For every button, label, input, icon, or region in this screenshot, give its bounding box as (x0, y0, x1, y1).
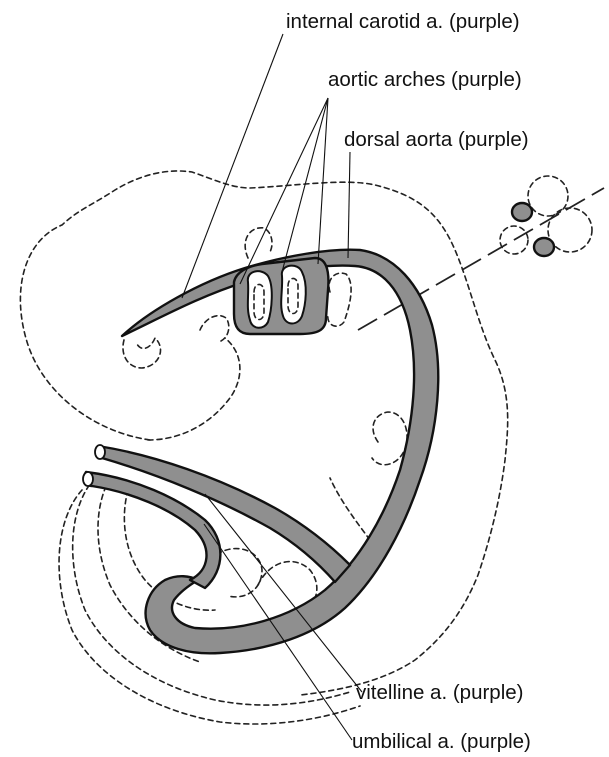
label-umbilical: umbilical a. (purple) (352, 730, 531, 753)
mesonephros-outline (330, 478, 370, 540)
head-outline (20, 171, 507, 695)
umbilical-artery-opening (83, 472, 93, 486)
arch-lump-1 (245, 228, 272, 258)
arch-lump-2 (328, 273, 351, 326)
section-plane-line (358, 188, 604, 330)
label-dorsal-aorta: dorsal aorta (purple) (344, 128, 529, 151)
stomodeum-outline (123, 338, 161, 368)
label-vitelline: vitelline a. (purple) (356, 681, 524, 704)
leader-dorsal-aorta (348, 152, 350, 258)
vessel-section-2 (534, 238, 554, 256)
heart-outline (372, 412, 407, 465)
label-internal-carotid: internal carotid a. (purple) (286, 10, 520, 33)
inner-head-outline (148, 338, 240, 440)
leader-aortic-arch-3 (318, 98, 328, 264)
aortic-arch-opening-2 (281, 266, 306, 324)
pharynx-outline (200, 316, 229, 342)
arterial-vessels (83, 250, 438, 654)
leader-internal-carotid (182, 34, 283, 298)
labels: internal carotid a. (purple) aortic arch… (286, 10, 531, 753)
vessel-section-1 (512, 203, 532, 221)
label-aortic-arches: aortic arches (purple) (328, 68, 522, 91)
vitelline-artery-opening (95, 445, 105, 459)
